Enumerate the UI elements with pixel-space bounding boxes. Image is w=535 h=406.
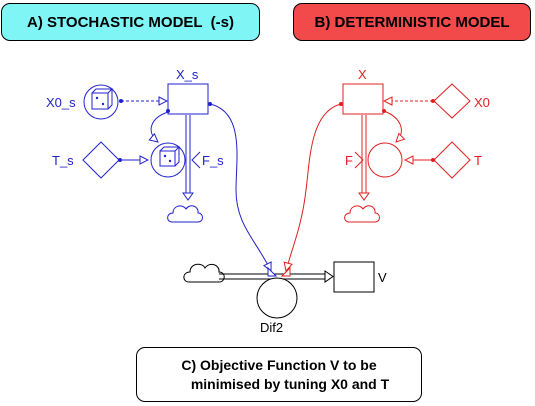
deterministic-model: X X0 T F [286, 67, 490, 271]
panel-c-line-2: minimised by tuning X0 and T [190, 375, 390, 392]
objective-model: Dif2 V [183, 261, 387, 335]
parameter-x0[interactable] [433, 83, 471, 119]
stock-x-label: X [358, 67, 367, 82]
dice-icon [159, 150, 176, 167]
flow-dif2-label: Dif2 [260, 320, 283, 335]
cloud-sink-icon [344, 205, 380, 223]
stochastic-model: X_s X0_s T_s F_s [46, 67, 271, 271]
panel-c-objective-caption: C) Objective Function V to be minimised … [136, 347, 422, 402]
stock-x-s-label: X_s [176, 67, 199, 82]
cloud-sink-icon [167, 205, 203, 223]
parameter-t[interactable] [433, 141, 471, 179]
panel-a-stochastic-title: A) STOCHASTIC MODEL (-s) [1, 3, 260, 41]
stock-v-label: V [378, 270, 387, 285]
parameter-t-s-label: T_s [52, 153, 74, 168]
dice-icon [91, 92, 109, 110]
flow-f-label: F [345, 153, 353, 168]
stock-x[interactable] [342, 83, 384, 115]
stock-x-s[interactable] [167, 83, 209, 115]
flow-f[interactable] [367, 142, 403, 178]
parameter-t-s[interactable] [82, 141, 120, 179]
parameter-x0-label: X0 [474, 95, 490, 110]
converter-x0-s-label: X0_s [46, 95, 76, 110]
panel-b-deterministic-title: B) DETERMINISTIC MODEL [293, 3, 531, 41]
panel-a-title-text: A) STOCHASTIC MODEL (-s) [27, 13, 234, 31]
connector-x-to-dif2 [286, 103, 342, 271]
panel-c-line-1: C) Objective Function V to be [181, 356, 377, 373]
cloud-source-icon [183, 263, 225, 283]
parameter-t-label: T [474, 153, 482, 168]
flow-f-s-label: F_s [202, 153, 224, 168]
connector-x-s-to-dif2 [209, 103, 271, 271]
panel-b-title-text: B) DETERMINISTIC MODEL [314, 13, 510, 31]
flow-dif2[interactable] [256, 277, 298, 319]
stock-v[interactable] [333, 261, 375, 293]
